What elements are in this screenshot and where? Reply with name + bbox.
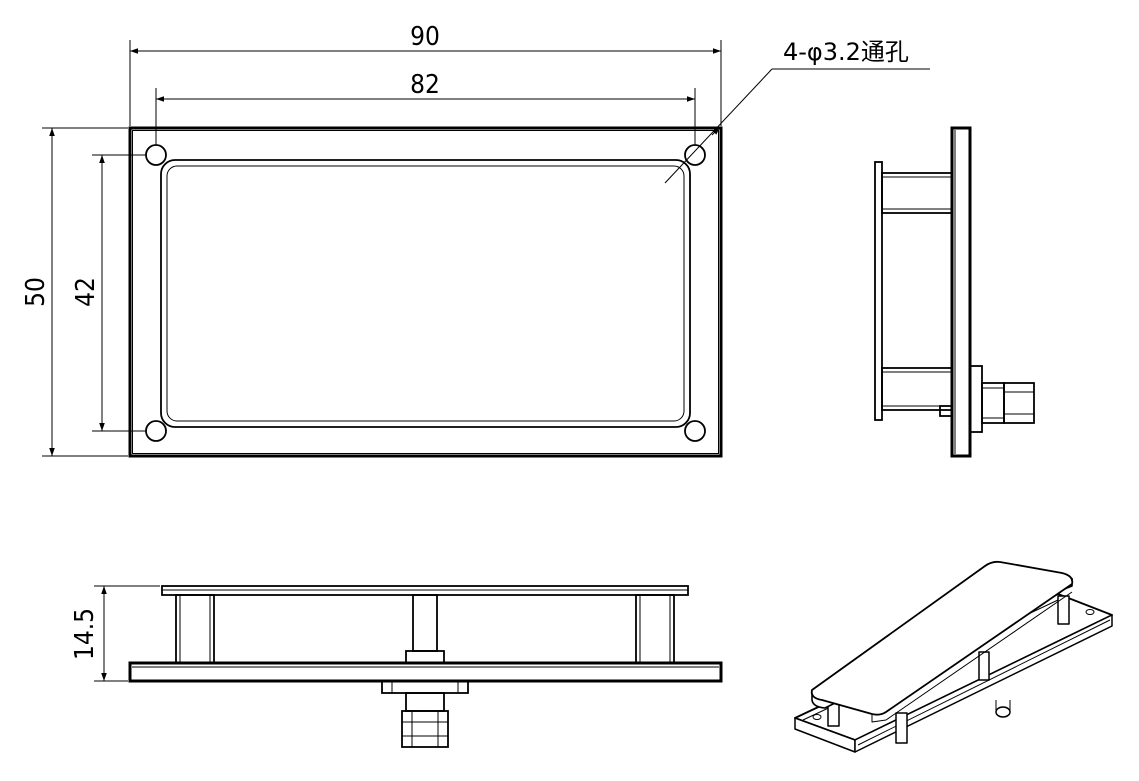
- dimension-side-thickness: 14.5: [70, 585, 160, 682]
- inner-plate-outline: [132, 130, 719, 454]
- side-connector-flange: [969, 365, 983, 433]
- dim-label-hole-height: 42: [71, 277, 101, 307]
- hole-callout: 4-φ3.2通孔: [664, 38, 930, 184]
- elev-center-nut: [405, 650, 445, 664]
- elev-standoff-right: [635, 594, 675, 664]
- side-base-plate: [950, 126, 972, 458]
- dimension-hole-width: 82: [155, 70, 696, 145]
- side-connector-nut: [1003, 382, 1035, 424]
- iso-standoff-2: [895, 712, 908, 744]
- side-view: [874, 126, 1035, 458]
- mount-hole-bottom-left: [145, 420, 167, 442]
- iso-connector: [995, 706, 1011, 718]
- recess-outline-inner: [166, 165, 685, 422]
- dim-label-side-thickness: 14.5: [70, 608, 100, 660]
- iso-top-plate-edge: [871, 591, 1073, 723]
- elev-connector-nut: [401, 710, 449, 748]
- elev-connector-flange: [381, 680, 469, 694]
- iso-top-plate-face: [810, 560, 1074, 716]
- side-standoff-bottom: [881, 367, 953, 411]
- dim-label-hole-width: 82: [410, 70, 440, 100]
- iso-base-right-face: [854, 614, 1113, 753]
- iso-base-hole-1: [812, 714, 822, 720]
- mount-hole-top-right: [684, 144, 706, 166]
- front-view: [128, 126, 723, 458]
- mount-hole-bottom-right: [684, 420, 706, 442]
- iso-standoff-4: [978, 651, 990, 681]
- elev-base-plate: [128, 661, 723, 683]
- recess-outline-outer: [160, 159, 691, 428]
- dim-label-outer-width: 90: [410, 22, 440, 52]
- dimension-outer-height: 50: [21, 127, 128, 457]
- hole-callout-text: 4-φ3.2通孔: [783, 38, 909, 66]
- elev-connector-body: [405, 692, 445, 712]
- mount-hole-top-left: [145, 144, 167, 166]
- outer-plate-outline: [128, 126, 723, 458]
- side-standoff-top: [881, 172, 953, 214]
- side-center-post: [939, 405, 953, 417]
- dim-label-outer-height: 50: [21, 277, 51, 307]
- dimension-outer-width: 90: [129, 22, 722, 126]
- iso-standoff-3: [1057, 595, 1070, 625]
- side-top-plate: [874, 161, 883, 421]
- isometric-view: [794, 560, 1113, 753]
- elev-center-post: [412, 594, 438, 652]
- elev-standoff-left: [175, 594, 215, 664]
- side-connector-body: [981, 382, 1005, 424]
- iso-base-hole-2: [1085, 609, 1095, 615]
- bottom-view: [128, 585, 723, 748]
- dimension-hole-height: 42: [71, 154, 146, 432]
